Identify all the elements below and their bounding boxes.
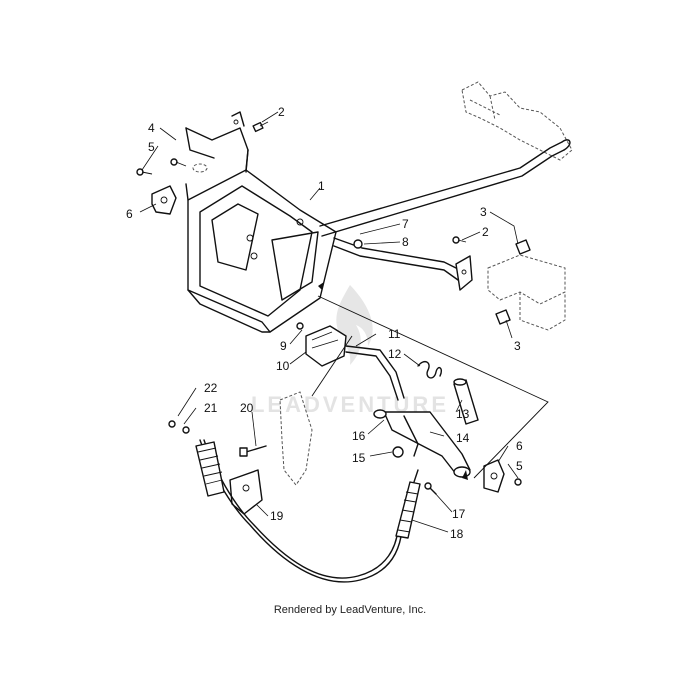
washer-part-21 <box>168 420 190 434</box>
mounting-bracket-part <box>185 111 249 173</box>
frame-ghost-left <box>279 391 313 486</box>
arrow-marker-icon <box>318 282 324 290</box>
callout-3-upper: 3 <box>480 205 487 219</box>
callout-2-right: 2 <box>482 225 489 239</box>
washer-part-top <box>170 158 208 173</box>
callout-5-right: 5 <box>516 459 523 473</box>
callout-21: 21 <box>204 401 218 415</box>
callout-labels: 1 2 2 3 3 4 5 5 6 6 7 8 9 10 11 12 13 14… <box>126 105 523 541</box>
callout-13: 13 <box>456 407 470 421</box>
callout-15: 15 <box>352 451 366 465</box>
callout-22: 22 <box>204 381 218 395</box>
callout-19: 19 <box>270 509 284 523</box>
cable-bracket-part <box>229 469 263 515</box>
callout-2-top: 2 <box>278 105 285 119</box>
callout-9: 9 <box>280 339 287 353</box>
callout-8: 8 <box>402 235 409 249</box>
callout-16: 16 <box>352 429 366 443</box>
linkage-rod-part <box>319 139 571 291</box>
arrow-marker-icon <box>462 470 468 480</box>
bolt-part-5-top <box>136 168 153 176</box>
callout-5-top: 5 <box>148 140 155 154</box>
clamp-part-left <box>151 185 177 215</box>
clip-nut-part-lower <box>495 309 511 325</box>
callout-3-lower: 3 <box>514 339 521 353</box>
callout-17: 17 <box>452 507 466 521</box>
callout-6-right: 6 <box>516 439 523 453</box>
spring-part <box>417 360 443 379</box>
footer-credit: Rendered by LeadVenture, Inc. <box>273 604 427 616</box>
control-cable-part <box>195 439 421 583</box>
clamp-part-right <box>483 459 522 493</box>
flame-logo-icon <box>336 285 373 365</box>
pivot-shaft-part <box>373 409 471 478</box>
reference-lines <box>311 295 549 479</box>
callout-10: 10 <box>276 359 290 373</box>
frame-ghost-top <box>461 81 573 161</box>
callout-11: 11 <box>388 327 401 341</box>
pedal-pad-part <box>296 322 347 367</box>
callout-12: 12 <box>388 347 402 361</box>
pedal-bracket-part <box>185 149 337 333</box>
nut-part-15 <box>392 446 404 458</box>
callout-1: 1 <box>318 179 325 193</box>
pivot-pin-part <box>453 378 479 425</box>
callout-20: 20 <box>240 401 254 415</box>
callout-14: 14 <box>456 431 470 445</box>
bolt-part-8 <box>353 239 363 249</box>
callout-7: 7 <box>402 217 409 231</box>
bolt-part-2-top <box>252 121 269 133</box>
frame-ghost-right <box>487 254 566 331</box>
callout-6-left: 6 <box>126 207 133 221</box>
clip-nut-part-upper <box>515 239 531 255</box>
callout-18: 18 <box>450 527 464 541</box>
bolt-part-20 <box>239 445 267 457</box>
bolt-part-2-right <box>452 236 467 244</box>
pedal-arm-part <box>345 345 405 401</box>
arrow-markers <box>318 282 468 480</box>
leader-lines <box>139 111 519 533</box>
callout-4: 4 <box>148 121 155 135</box>
